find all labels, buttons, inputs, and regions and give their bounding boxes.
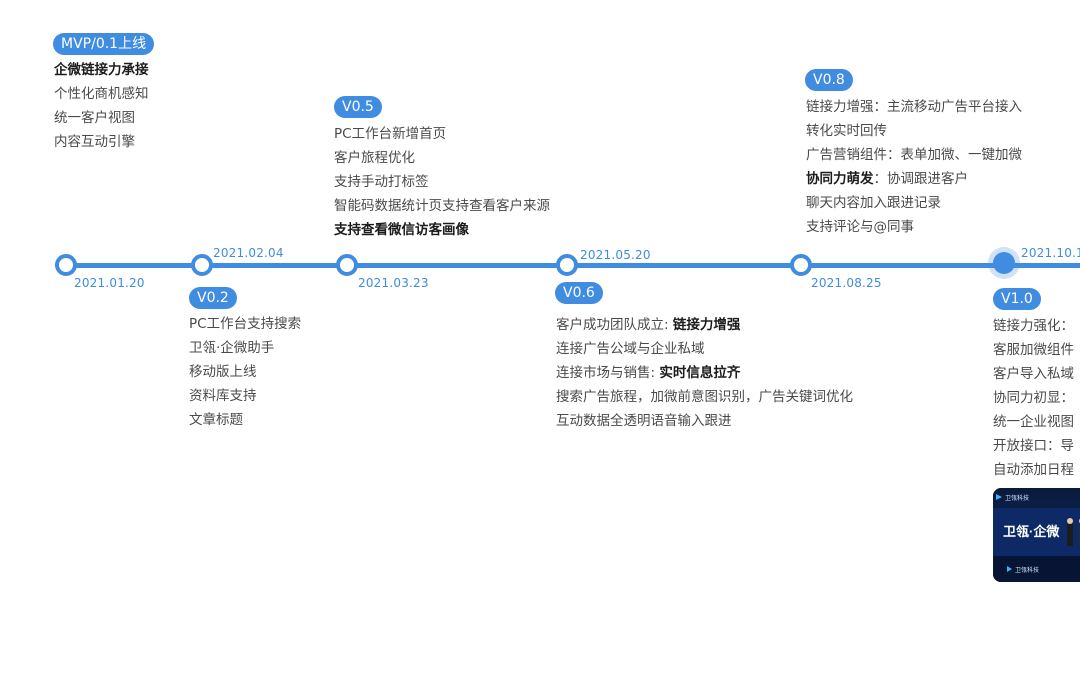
version-badge: V0.5 (334, 96, 382, 118)
milestone-item-text: 连接广告公域与企业私域 (556, 341, 705, 357)
milestone-item-bold: 链接力增强 (672, 317, 741, 333)
milestone-item-text: 自动添加日程 (993, 462, 1074, 478)
milestone-item-text: 连接市场与销售: (556, 365, 660, 381)
version-badge: V0.6 (555, 282, 603, 304)
milestone-item: 互动数据全透明语音输入跟进 (556, 409, 853, 433)
milestone-item-text: 内容互动引擎 (54, 134, 135, 150)
version-badge: V0.2 (189, 287, 237, 309)
milestone-item: 搜索广告旅程，加微前意图识别，广告关键词优化 (556, 385, 853, 409)
milestone-item-text: 统一客户视图 (54, 110, 135, 126)
milestone-item-text: 搜索广告旅程，加微前意图识别，广告关键词优化 (556, 389, 853, 405)
milestone-item-text: ：协调跟进客户 (873, 171, 969, 187)
milestone-items: 企微链接力承接个性化商机感知统一客户视图内容互动引擎 (54, 58, 149, 154)
milestone-item-text: PC工作台支持搜索 (189, 316, 302, 332)
milestone-item-text: PC工作台新增首页 (334, 126, 447, 142)
version-badge: V0.8 (805, 69, 853, 91)
milestone-item-text: 开放接口：导 (993, 438, 1074, 454)
milestone-item: 广告营销组件：表单加微、一键加微 (806, 143, 1022, 167)
milestone-item: 自动添加日程 (993, 458, 1074, 482)
milestone-item: 客户成功团队成立: 链接力增强 (556, 313, 853, 337)
milestone-item: PC工作台新增首页 (334, 122, 550, 146)
photo-logo-text: 卫瓴科技 (1005, 494, 1029, 502)
milestone-items: 客户成功团队成立: 链接力增强连接广告公域与企业私域连接市场与销售: 实时信息拉… (556, 313, 853, 433)
milestone-item-text: 卫瓴·企微助手 (189, 340, 275, 356)
timeline-node (790, 254, 812, 276)
milestone-item: PC工作台支持搜索 (189, 312, 301, 336)
milestone-item-text: 转化实时回传 (806, 123, 887, 139)
timeline-node-current (993, 252, 1015, 274)
version-badge: MVP/0.1上线 (53, 33, 155, 55)
version-badge: V1.0 (993, 288, 1041, 310)
milestone-item: 协同力初显： (993, 386, 1074, 410)
milestone-item: 智能码数据统计页支持查看客户来源 (334, 194, 550, 218)
milestone-item: 移动版上线 (189, 360, 301, 384)
milestone-item-text: 链接力强化： (993, 318, 1074, 334)
milestone-item: 内容互动引擎 (54, 130, 149, 154)
milestone-items: 链接力增强：主流移动广告平台接入转化实时回传广告营销组件：表单加微、一键加微协同… (806, 95, 1022, 239)
milestone-item: 客服加微组件 (993, 338, 1074, 362)
milestone-item-text: 互动数据全透明语音输入跟进 (556, 413, 732, 429)
milestone-item: 客户旅程优化 (334, 146, 550, 170)
milestone-item: 资料库支持 (189, 384, 301, 408)
timeline-node (191, 254, 213, 276)
milestone-date: 2021.10.1 (1021, 246, 1080, 260)
milestone-item: 客户导入私域 (993, 362, 1074, 386)
milestone-item-text: 支持评论与@同事 (806, 219, 914, 235)
milestone-date: 2021.01.20 (74, 276, 145, 290)
milestone-item: 连接广告公域与企业私域 (556, 337, 853, 361)
milestone-item: 支持评论与@同事 (806, 215, 1022, 239)
milestone-item-text: 客服加微组件 (993, 342, 1074, 358)
milestone-date: 2021.05.20 (580, 248, 651, 262)
milestone-item: 个性化商机感知 (54, 82, 149, 106)
milestone-items: PC工作台支持搜索卫瓴·企微助手移动版上线资料库支持文章标题 (189, 312, 301, 432)
timeline-node (55, 254, 77, 276)
milestone-items: 链接力强化： 客服加微组件客户导入私域协同力初显： 统一企业视图开放接口：导自动添加… (993, 314, 1074, 482)
milestone-item-text: 个性化商机感知 (54, 86, 149, 102)
milestone-item: 转化实时回传 (806, 119, 1022, 143)
milestone-item-text: 链接力增强：主流移动广告平台接入 (806, 99, 1022, 115)
photo-footer-logo-text: 卫瓴科技 (1015, 566, 1039, 574)
milestone-item-text: 资料库支持 (189, 388, 257, 404)
milestone-item-text: 聊天内容加入跟进记录 (806, 195, 941, 211)
milestone-item-text: 客户成功团队成立: (556, 317, 673, 333)
milestone-item: 聊天内容加入跟进记录 (806, 191, 1022, 215)
milestone-items: PC工作台新增首页客户旅程优化支持手动打标签智能码数据统计页支持查看客户来源支持… (334, 122, 550, 242)
milestone-item: 连接市场与销售: 实时信息拉齐 (556, 361, 853, 385)
milestone-date: 2021.08.25 (811, 276, 882, 290)
milestone-item-bold: 协同力萌发 (806, 171, 874, 187)
milestone-item-text: 移动版上线 (189, 364, 257, 380)
photo-banner-text: 卫瓴·企微 (1003, 524, 1060, 539)
milestone-item: 开放接口：导 (993, 434, 1074, 458)
milestone-item-bold: 企微链接力承接 (54, 62, 149, 78)
milestone-date: 2021.03.23 (358, 276, 429, 290)
milestone-item-text: 智能码数据统计页支持查看客户来源 (334, 198, 550, 214)
milestone-item-bold: 实时信息拉齐 (659, 365, 741, 381)
milestone-item-bold: 支持查看微信访客画像 (334, 222, 469, 238)
milestone-item-text: 文章标题 (189, 412, 243, 428)
milestone-item: 协同力萌发：协调跟进客户 (806, 167, 1022, 191)
milestone-item-text: 协同力初显： (993, 390, 1074, 406)
milestone-item: 链接力增强：主流移动广告平台接入 (806, 95, 1022, 119)
milestone-item-text: 统一企业视图 (993, 414, 1074, 430)
timeline-node (336, 254, 358, 276)
event-stage-image: 卫瓴科技 卫瓴·企微 卫瓴科技 (993, 488, 1080, 582)
milestone-item-text: 客户导入私域 (993, 366, 1074, 382)
milestone-item: 支持查看微信访客画像 (334, 218, 550, 242)
milestone-item-text: 支持手动打标签 (334, 174, 429, 190)
timeline-node (556, 254, 578, 276)
event-photo: 卫瓴科技 卫瓴·企微 卫瓴科技 (993, 488, 1080, 582)
milestone-item: 企微链接力承接 (54, 58, 149, 82)
milestone-item: 统一企业视图 (993, 410, 1074, 434)
milestone-item: 文章标题 (189, 408, 301, 432)
milestone-item: 支持手动打标签 (334, 170, 550, 194)
milestone-item-text: 广告营销组件：表单加微、一键加微 (806, 147, 1022, 163)
milestone-item-text: 客户旅程优化 (334, 150, 415, 166)
milestone-date: 2021.02.04 (213, 246, 284, 260)
milestone-item: 链接力强化： (993, 314, 1074, 338)
milestone-item: 统一客户视图 (54, 106, 149, 130)
milestone-item: 卫瓴·企微助手 (189, 336, 301, 360)
